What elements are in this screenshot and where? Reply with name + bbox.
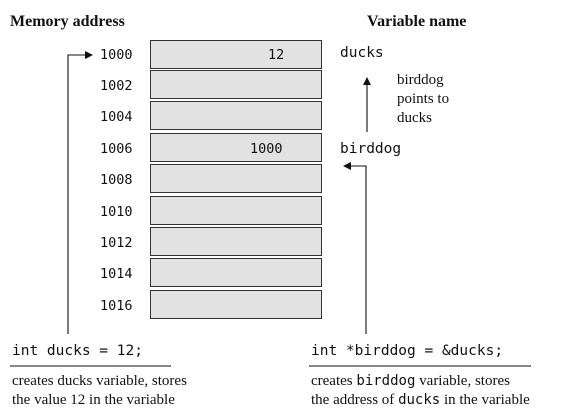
pointer-note-line: ducks: [397, 110, 432, 126]
address-label: 1006: [100, 141, 133, 157]
pointer-note-line: points to: [397, 91, 450, 107]
caption-text: the address of: [311, 392, 399, 408]
caption-code: ducks: [398, 392, 441, 408]
address-label: 1000: [100, 47, 133, 63]
caption-text: variable, stores: [415, 373, 510, 389]
ducks-address-arrow: [67, 51, 93, 334]
ducks-declaration-code: int ducks = 12;: [12, 343, 143, 359]
birddog-cell-value: 1000: [250, 141, 283, 157]
address-label: 1016: [100, 298, 133, 314]
pointer-note-line: birddog: [397, 72, 444, 88]
birddog-name-arrow: [343, 162, 367, 334]
memory-cell-1014: [150, 258, 322, 287]
ducks-cell-value: 12: [268, 47, 285, 63]
memory-cell-1008: [150, 164, 322, 193]
pointer-note: birddog points to ducks: [397, 71, 449, 128]
memory-cell-1004: [150, 101, 322, 130]
address-label: 1014: [100, 266, 133, 282]
address-label: 1010: [100, 204, 133, 220]
birddog-declaration-caption: creates birddog variable, stores the add…: [311, 372, 530, 410]
memory-cell-1010: [150, 196, 322, 225]
memory-cell-1000: [150, 40, 322, 69]
ducks-variable-name: ducks: [340, 45, 384, 61]
address-label: 1008: [100, 172, 133, 188]
memory-cell-1012: [150, 227, 322, 256]
birddog-variable-name: birddog: [340, 141, 402, 157]
address-label: 1004: [100, 109, 133, 125]
caption-line: the address of ducks in the variable: [311, 391, 530, 410]
memory-address-header: Memory address: [10, 13, 125, 30]
memory-cell-1002: [150, 70, 322, 99]
caption-line: creates ducks variable, stores: [12, 373, 187, 389]
address-label: 1012: [100, 235, 133, 251]
caption-line: the value 12 in the variable: [12, 392, 175, 408]
caption-code: birddog: [356, 373, 416, 389]
caption-text: in the variable: [440, 392, 530, 408]
address-label: 1002: [100, 78, 133, 94]
birddog-declaration-code: int *birddog = &ducks;: [311, 343, 504, 359]
memory-cell-1006: [150, 133, 322, 162]
ducks-declaration-caption: creates ducks variable, stores the value…: [12, 372, 187, 410]
memory-cell-1016: [150, 290, 322, 319]
variable-name-header: Variable name: [367, 13, 467, 30]
caption-text: creates: [311, 373, 357, 389]
caption-line: creates birddog variable, stores: [311, 372, 530, 391]
